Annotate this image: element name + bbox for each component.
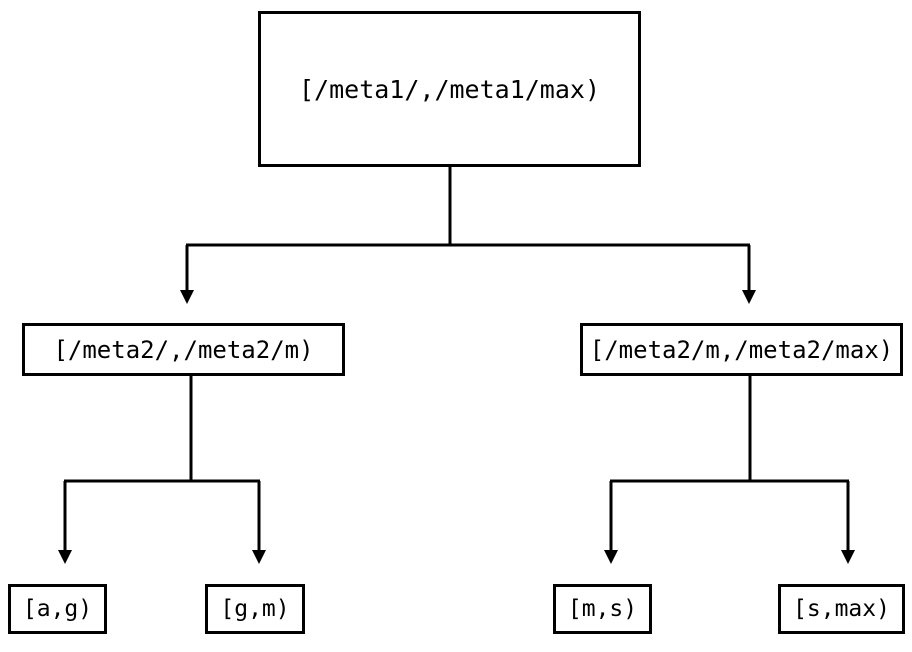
tree-node-leaf-3[interactable]: [s,max) [778, 584, 905, 634]
edge-root-to-mid-group [180, 167, 756, 304]
tree-node-mid-right-label: [/meta2/m,/meta2/max) [589, 335, 894, 364]
tree-node-leaf-1-label: [g,m) [220, 595, 290, 622]
edge-midright-to-leaves-group [604, 376, 855, 564]
tree-node-leaf-0[interactable]: [a,g) [8, 584, 107, 634]
tree-node-leaf-1[interactable]: [g,m) [205, 584, 305, 634]
arrowhead-to-leaf-0 [58, 550, 72, 564]
edge-midleft-to-leaves-group [58, 376, 266, 564]
tree-node-root[interactable]: [/meta1/,/meta1/max) [258, 11, 641, 167]
arrowhead-to-leaf-2 [604, 550, 618, 564]
tree-node-root-label: [/meta1/,/meta1/max) [298, 74, 601, 104]
arrowhead-to-mid-left [180, 290, 194, 304]
tree-node-mid-left-label: [/meta2/,/meta2/m) [53, 335, 314, 364]
tree-node-leaf-3-label: [s,max) [793, 595, 890, 622]
arrowhead-to-leaf-1 [252, 550, 266, 564]
tree-node-leaf-2[interactable]: [m,s) [553, 584, 652, 634]
tree-node-mid-left[interactable]: [/meta2/,/meta2/m) [22, 323, 345, 376]
arrowhead-to-leaf-3 [841, 550, 855, 564]
arrowhead-to-mid-right [742, 290, 756, 304]
tree-node-leaf-0-label: [a,g) [22, 595, 93, 622]
tree-node-mid-right[interactable]: [/meta2/m,/meta2/max) [580, 323, 903, 376]
tree-node-leaf-2-label: [m,s) [567, 595, 638, 622]
